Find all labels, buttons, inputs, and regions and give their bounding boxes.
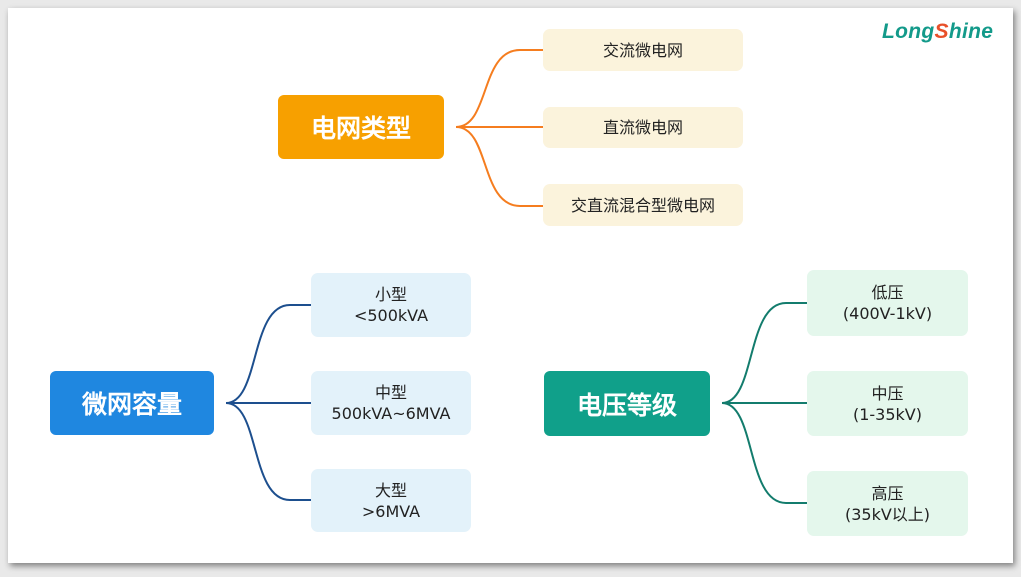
small-capacity-node: 小型 <500kVA — [311, 273, 471, 337]
medium-voltage-node: 中压(1-35kV) — [807, 371, 968, 436]
leaf-label: 高压 — [871, 483, 904, 503]
longshine-logo: LongShine — [882, 20, 994, 43]
high-voltage-node: 高压(35kV以上) — [807, 471, 968, 536]
leaf-label: 交直流混合型微电网 — [570, 195, 715, 215]
large-capacity-node: 大型>6MVA — [311, 469, 471, 532]
dc-microgrid-node: 直流微电网 — [543, 107, 743, 148]
capacity-connectors — [225, 304, 311, 501]
hybrid-microgrid-node: 交直流混合型微电网 — [543, 184, 743, 226]
low-voltage-node: 低压 (400V-1kV) — [807, 270, 968, 336]
leaf-sublabel: >6MVA — [361, 501, 421, 521]
grid-type-connectors — [455, 49, 543, 207]
leaf-label: 直流微电网 — [602, 118, 683, 137]
leaf-sublabel: (35kV以上) — [844, 504, 931, 524]
leaf-sublabel: <500kVA — [353, 306, 429, 325]
leaf-sublabel: (1-35kV) — [852, 404, 922, 424]
connector — [455, 126, 543, 207]
leaf-label: 中型 — [374, 383, 407, 402]
leaf-label: 小型 — [374, 285, 407, 304]
leaf-label: 交流微电网 — [602, 40, 683, 60]
capacity-node: 微网容量 — [50, 371, 214, 435]
connector — [721, 402, 807, 504]
voltage-level-node: 电压等级 — [544, 371, 710, 436]
connector — [225, 402, 311, 501]
leaf-sublabel: 500kVA~6MVA — [331, 404, 451, 423]
voltage-connectors — [721, 302, 807, 504]
connector — [455, 49, 543, 128]
connector — [225, 304, 311, 404]
grid-type-node: 电网类型 — [278, 95, 444, 159]
leaf-label: 大型 — [374, 480, 407, 500]
medium-capacity-node: 中型 500kVA~6MVA — [311, 371, 471, 435]
leaf-label: 中压 — [871, 383, 904, 403]
connector — [721, 302, 807, 404]
leaf-sublabel: (400V-1kV) — [842, 304, 933, 323]
ac-microgrid-node: 交流微电网 — [543, 29, 743, 71]
leaf-label: 低压 — [871, 283, 904, 302]
